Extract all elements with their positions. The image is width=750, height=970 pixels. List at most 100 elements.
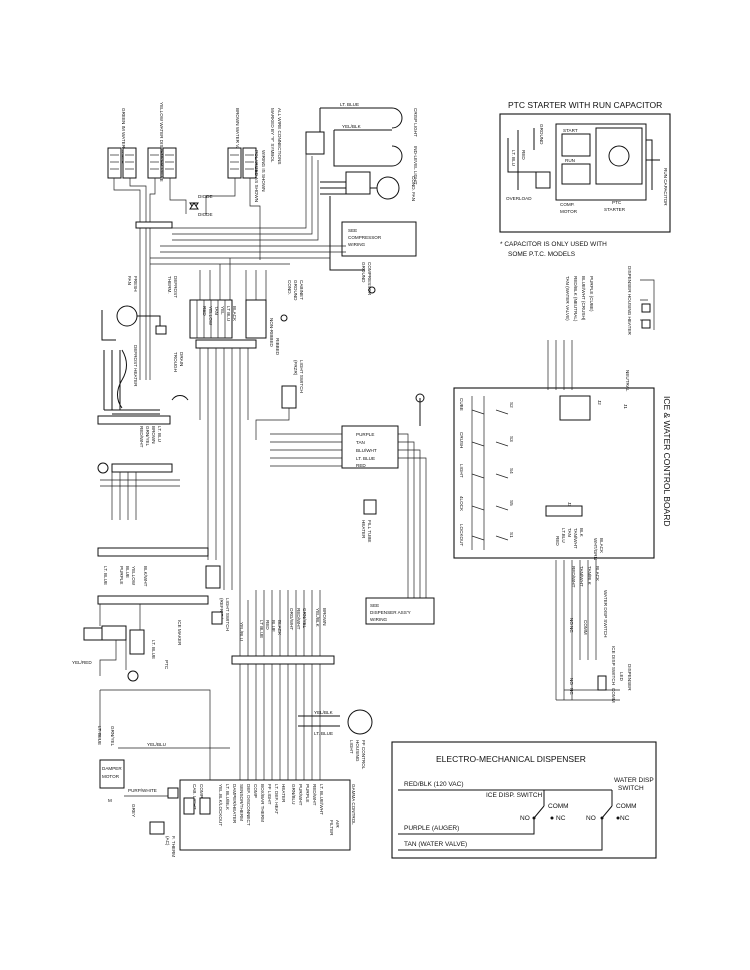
ptc-starter-2: STARTER [604,207,626,212]
damper-and-control: LT. BLUE GRN/YEL YEL/BLU DAMPER MOTOR M … [97,689,356,857]
harness-color-2: YEL [220,306,225,315]
ff-control-label-1: FF CONTROL [361,740,366,770]
harness-color-0: BLACK [232,306,237,322]
light-switch-refrig-label-1: LIGHT SWITCH [225,598,230,631]
light-switch-frzr-label-1: LIGHT SWITCH [299,360,304,393]
center-connector: BLACK LT BLU YEL TAN YELLOW RED RIBBED N… [189,280,304,600]
valve-coil-green [107,147,137,179]
ff-control-label-3: LIGHT [349,740,354,754]
board-s3: S3 [509,436,514,442]
ptc-title: PTC STARTER WITH RUN CAPACITOR [508,100,662,110]
grn-yel-left-label: GRN/YEL [110,726,115,747]
lt-blue-lower-label: LT. BLUE [314,731,333,736]
ice-water-board: ICE & WATER CONTROL BOARD DISPENSER HOUS… [453,266,672,703]
board-bottom-left-1: LT.BLU [561,528,566,543]
ice-maker: ICE MAKER YEL/RED LT. BLUE PTC [72,604,182,682]
board-bottom-left-2: TAN [567,528,572,537]
valve-label-yellow: YELLOW WATER DISPENSER VALVE [159,102,164,182]
board-s5: S5 [509,500,514,506]
board-nc-2: NC [569,688,574,695]
purp-white-label: PURP/WHITE [128,788,157,793]
crisp-light-label: CRISP LIGHT [413,108,418,137]
emd-no-2: NO [586,815,596,822]
board-dispenser-led-2: LED [619,672,624,682]
board-nc-1: NC [569,626,574,633]
board-switch-0: CUBE [459,398,464,411]
harness-color-5: RED [202,306,207,316]
emd-purple: PURPLE (AUGER) [404,825,459,832]
wire-note-4: POLARIZED AS SHOWN [254,150,259,202]
valve-label-green: GREEN IM WATER VALVE [121,108,126,163]
ptc-start-label: START [563,128,578,133]
emd-nc-1: NC [556,815,566,822]
ptc-ground: GROUND [539,124,544,145]
board-wire-0: DISPENSER HOUSING HEATER [627,266,632,336]
see-dispenser-2: DISPENSER ASS'Y [370,610,411,615]
non-ribbed-label: NON-RIBBED [269,318,274,348]
control-label-2: FF LIGHT [267,784,272,805]
board-wire-2: BLUE/WHT (CRUSH) [581,276,586,321]
upper-harness [139,150,346,380]
board-switch-1: CRUSH [459,432,464,448]
compressor-ground-label-2: GROUND [361,262,366,283]
harness-color-1: LT BLU [226,306,231,321]
lt-blue-top-label: LT. BLUE [340,102,359,107]
see-compressor-1: SEE [348,228,357,233]
control-label-11: CAB. LIGHT [192,784,197,810]
wire-note-2: MARKED BY "#" SYMBOL [270,108,275,163]
control-label-4: COMP [253,784,258,798]
disp-color-1: TAN [356,440,365,445]
see-dispenser-1: SEE [370,603,379,608]
cabinet-ground-label-2: GROUND [293,280,298,301]
ptc-overload: OVERLOAD [506,196,532,201]
disp-color-0: PURPLE [356,432,374,437]
see-compressor-3: WIRING [348,242,366,247]
control-color-2: PURPLE [305,784,310,802]
emd-panel: ELECTRO-MECHANICAL DISPENSER RED/BLK (12… [391,741,657,859]
board-comm-2: COMM [611,688,616,703]
board-switch-4: LOCKOUT [459,524,464,546]
damper-label-1: DAMPER [102,766,122,771]
board-wire-4: TAN (WATER VALVE) [565,276,570,321]
valve-coil-brown [227,147,257,179]
see-compressor-2: COMPRESSOR [348,235,382,240]
ptc-comp-motor-1: COMP. [560,202,574,207]
lt-blue-ice-label: LT. BLUE [151,640,156,659]
board-wire-3: RED/BLK (NEUTRAL) [573,276,578,322]
cabinet-ground-label-3: COND. [287,280,292,295]
board-s4: S4 [509,468,514,474]
light-switch-frzr-label-2: (FRZR) [293,360,298,376]
left-color-3: RED/WHT [139,426,144,448]
control-label-3: BOX/BAR THERM [260,784,265,822]
emd-no-1: NO [520,815,530,822]
ptc-starter-panel: PTC STARTER WITH RUN CAPACITOR START RUN… [499,100,671,258]
lt-blue-left-label: LT. BLUE [97,726,102,745]
ptc-lt-blu: LT. BLU [511,150,516,166]
left-color-1: BROWN [151,426,156,444]
left-color-0: LT. BLU [157,426,162,442]
control-label-0: HEATER [281,784,286,803]
left-color-b-1: BLUE [125,566,130,578]
fresh-fan-label-2: FAN [127,276,132,285]
harness-color-4: YELLOW [208,306,213,326]
board-wire-1: PURPLE (CUBE) [589,276,594,312]
board-dispenser-led-1: DISPENSER [627,664,632,691]
emd-water-switch-1: WATER DISP [614,777,654,784]
ptc-red: RED [521,150,526,160]
bottom-color-4: ORG/WHT [289,608,294,630]
board-bottom-right-1: WHT/GRN [593,538,598,560]
harness-color-3: TAN [214,306,219,315]
fill-tube-label-2: HEATER [361,520,366,539]
yel-blk-top-label: YEL/BLK [342,124,362,129]
dispenser-connector: PURPLE TAN BLU/WHT LT. BLUE RED SEE DISP… [270,393,435,625]
ptc-run-capacitor: RUN CAPACITOR [663,168,668,206]
air-filter-label-2: FILTER [329,820,334,836]
drain-trough-label-1: DRAIN [179,352,184,366]
board-lower-wire-0: BLACK [595,566,600,582]
bottom-color-0: BROWN [322,608,327,626]
valve-label-brown: BROWN WATER VALVE [235,108,240,158]
light-switch-refrig-label-2: (REFRIG.) [219,598,224,620]
cabinet-ground-label-1: CABINET [299,280,304,300]
board-title: ICE & WATER CONTROL BOARD [662,396,672,527]
